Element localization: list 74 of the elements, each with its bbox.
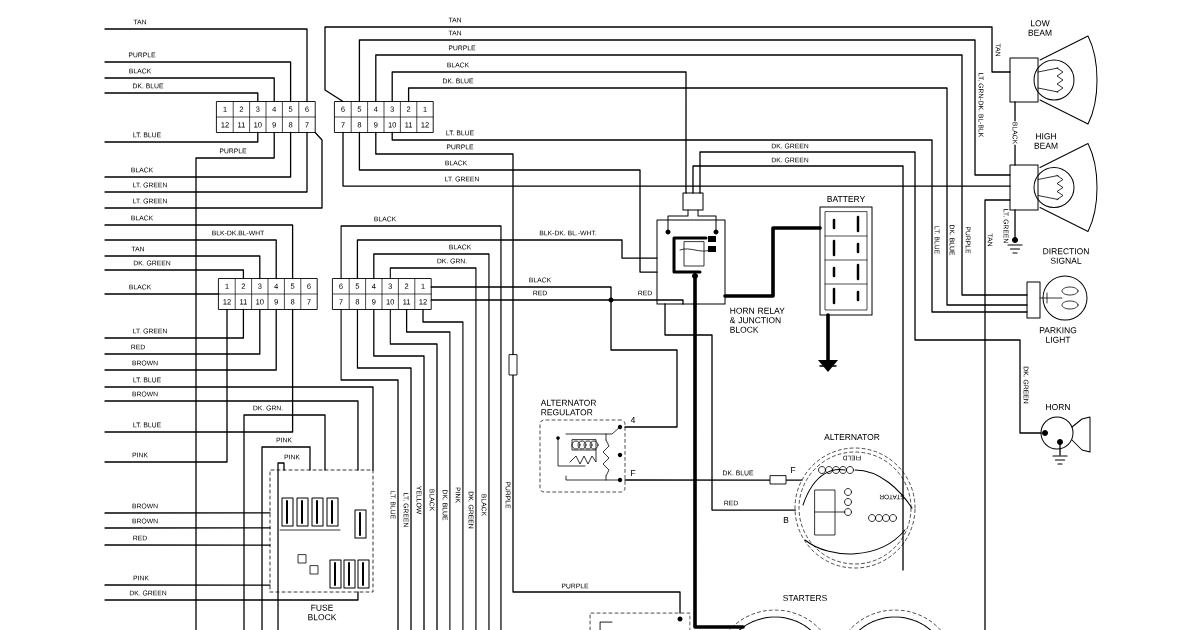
solenoid-drawing bbox=[589, 612, 691, 630]
wire bbox=[405, 308, 451, 630]
wire bbox=[422, 308, 464, 630]
wire bbox=[664, 303, 797, 511]
wire bbox=[358, 131, 658, 273]
node-label: ALTERNATOR REGULATOR bbox=[540, 399, 597, 416]
node-text: STARTERS bbox=[783, 595, 827, 602]
wire bbox=[407, 87, 1028, 306]
wire bbox=[430, 299, 684, 305]
wire bbox=[104, 131, 259, 143]
wire bbox=[373, 253, 490, 630]
wire bbox=[104, 131, 308, 193]
wire bbox=[340, 308, 399, 630]
wire bbox=[373, 308, 425, 630]
node-label: PARKING LIGHT bbox=[1039, 327, 1077, 343]
wire bbox=[375, 131, 681, 614]
wire bbox=[104, 308, 277, 371]
wire bbox=[104, 293, 220, 295]
wire bbox=[195, 131, 275, 630]
wire bbox=[104, 28, 308, 103]
wire bbox=[104, 308, 228, 463]
node-label: HORN bbox=[1046, 404, 1070, 411]
wire bbox=[104, 308, 294, 433]
wire bbox=[104, 77, 275, 103]
wire bbox=[358, 39, 1011, 176]
wire bbox=[375, 54, 1028, 296]
wire bbox=[391, 131, 1028, 313]
wire bbox=[984, 199, 1011, 630]
wire bbox=[356, 308, 412, 630]
node-label: F bbox=[631, 470, 636, 476]
wire bbox=[1014, 101, 1016, 166]
wire bbox=[261, 446, 311, 630]
wire bbox=[104, 400, 359, 471]
node-label: ALTERNATOR bbox=[824, 434, 880, 441]
node-label: FUSE BLOCK bbox=[308, 604, 337, 621]
wire bbox=[104, 308, 245, 339]
node-label: HORN RELAY & JUNCTION BLOCK bbox=[730, 307, 785, 333]
wire bbox=[430, 286, 678, 428]
wire bbox=[104, 512, 271, 514]
wire bbox=[389, 308, 438, 630]
wire bbox=[692, 165, 904, 571]
wire bbox=[104, 131, 323, 209]
wire bbox=[389, 267, 477, 630]
node-label: LOW BEAM bbox=[1028, 20, 1052, 36]
node-label: HIGH BEAM bbox=[1034, 133, 1058, 149]
wire bbox=[104, 61, 292, 103]
node-label: B bbox=[783, 517, 789, 523]
wire bbox=[356, 239, 658, 280]
wire bbox=[324, 26, 1011, 103]
wire bbox=[104, 92, 259, 103]
wire bbox=[104, 544, 271, 546]
wire bbox=[104, 527, 271, 529]
wire bbox=[243, 414, 326, 630]
wire bbox=[723, 226, 822, 298]
wire bbox=[104, 591, 359, 601]
wire bbox=[699, 151, 1042, 434]
wire bbox=[342, 131, 1011, 187]
node-label: DIRECTION SIGNAL bbox=[1043, 248, 1089, 264]
wire bbox=[104, 584, 271, 586]
node-label: 4 bbox=[630, 417, 636, 423]
wire bbox=[693, 302, 745, 629]
wire bbox=[104, 269, 245, 280]
wire bbox=[391, 71, 687, 194]
wire bbox=[104, 239, 277, 280]
node-label: F bbox=[791, 467, 796, 473]
wire bbox=[340, 225, 502, 630]
node-label: BATTERY bbox=[827, 196, 866, 202]
wire bbox=[104, 224, 294, 280]
wire bbox=[104, 131, 292, 178]
wire bbox=[277, 462, 285, 630]
wire bbox=[104, 308, 261, 355]
wire bbox=[104, 255, 261, 280]
wire bbox=[624, 479, 803, 481]
wire bbox=[104, 386, 374, 471]
